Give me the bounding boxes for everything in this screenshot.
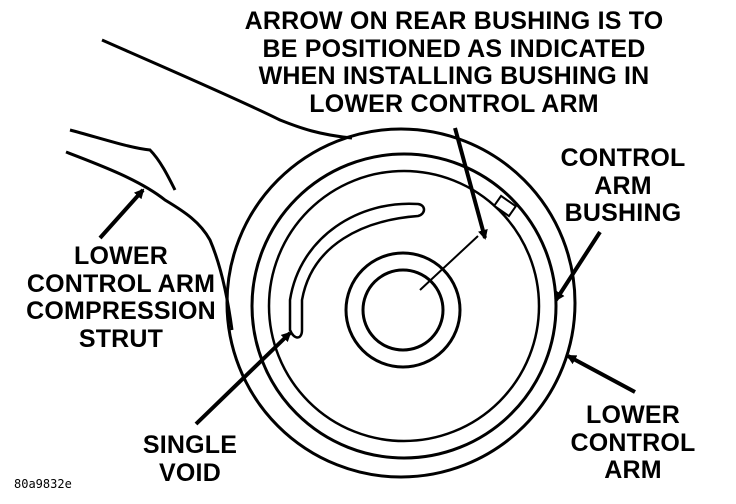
single-void-label: SINGLE VOID (142, 431, 238, 487)
strut-inner-edge (69, 128, 177, 191)
strut-upper-edge (101, 38, 353, 140)
compression-strut-label: LOWER CONTROL ARM COMPRESSION STRUT (26, 242, 216, 353)
bushing-inner-ring (267, 169, 541, 443)
leader-single-void (194, 331, 292, 426)
lower-control-arm-label: LOWER CONTROL ARM (570, 401, 696, 484)
orientation-pointer-line (419, 235, 479, 291)
inner-sleeve-outer (344, 251, 462, 369)
control-arm-bushing-label: CONTROL ARM BUSHING (560, 144, 686, 227)
strut-lower-edge (65, 150, 234, 331)
figure-id: 80a9832e (14, 477, 72, 491)
leader-arrow-note (453, 127, 488, 240)
single-void-slot (288, 202, 426, 339)
lower-control-arm-outline (225, 127, 577, 479)
inner-sleeve-bore (361, 268, 445, 352)
orientation-arrow-mark (492, 194, 518, 218)
leader-compression-strut (98, 188, 145, 240)
arrow-position-note: ARROW ON REAR BUSHING IS TO BE POSITIONE… (244, 7, 664, 118)
leader-lower-control-arm (566, 354, 636, 394)
bushing-outer-ring (250, 152, 558, 460)
leader-control-arm-bushing (554, 230, 602, 302)
